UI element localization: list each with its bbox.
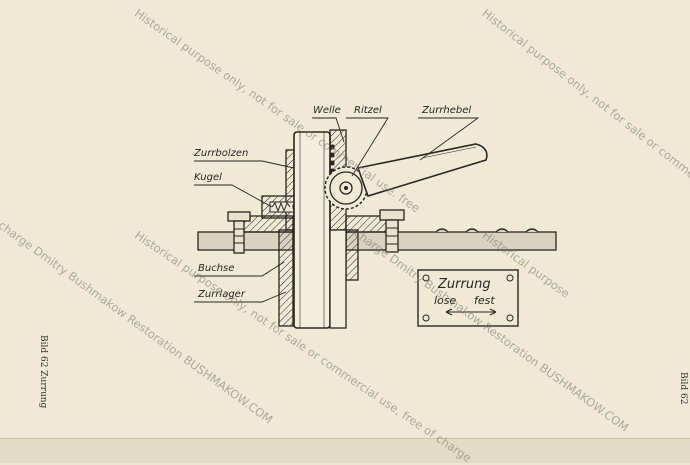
plate-fest: fest [474,294,495,307]
bolt-right [379,209,405,253]
leader-lines [194,117,480,303]
label-buchse: Buchse [198,263,235,274]
buchse [278,149,359,327]
zurrbolzen-shaft [293,129,347,329]
label-welle: Welle [313,105,341,116]
bolt-left [227,211,251,254]
zurrung-plate [417,269,519,327]
plate-lose: lose [434,294,457,307]
label-ritzel: Ritzel [354,105,382,116]
plate-title: Zurrung [438,277,491,292]
label-zurrlager: Zurrlager [198,289,245,300]
caption-left: Bild 62 Zurrung [38,335,48,409]
page-edge [0,438,690,463]
label-zurrbolzen: Zurrbolzen [194,148,249,159]
label-zurrhebel: Zurrhebel [422,105,472,116]
zurrhebel-lever [356,143,488,197]
caption-right: Bild 62 [678,372,688,405]
ritzel-gear [324,166,368,210]
label-kugel: Kugel [194,172,222,183]
